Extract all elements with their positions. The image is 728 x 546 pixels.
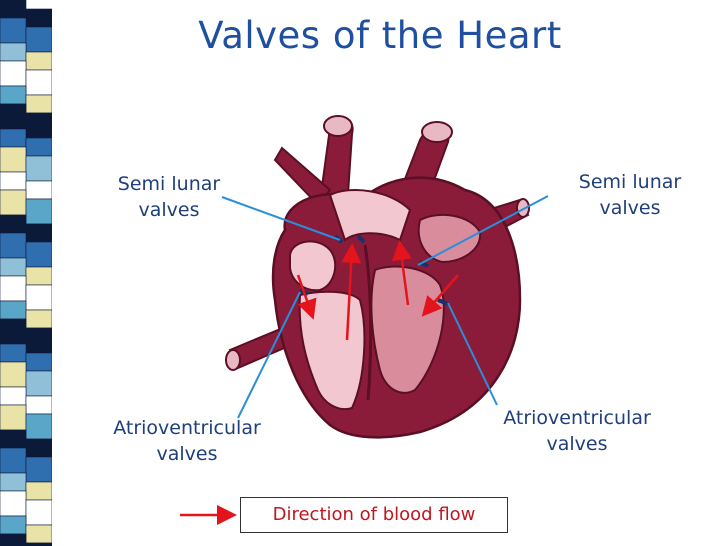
label-semilunar-left: Semi lunar valves	[104, 172, 234, 223]
label-semilunar-right: Semi lunar valves	[565, 170, 695, 221]
label-av-right: Atrioventricular valves	[482, 406, 672, 457]
legend-box: Direction of blood flow	[240, 497, 508, 533]
legend-text: Direction of blood flow	[273, 504, 476, 525]
label-av-left: Atrioventricular valves	[92, 416, 282, 467]
